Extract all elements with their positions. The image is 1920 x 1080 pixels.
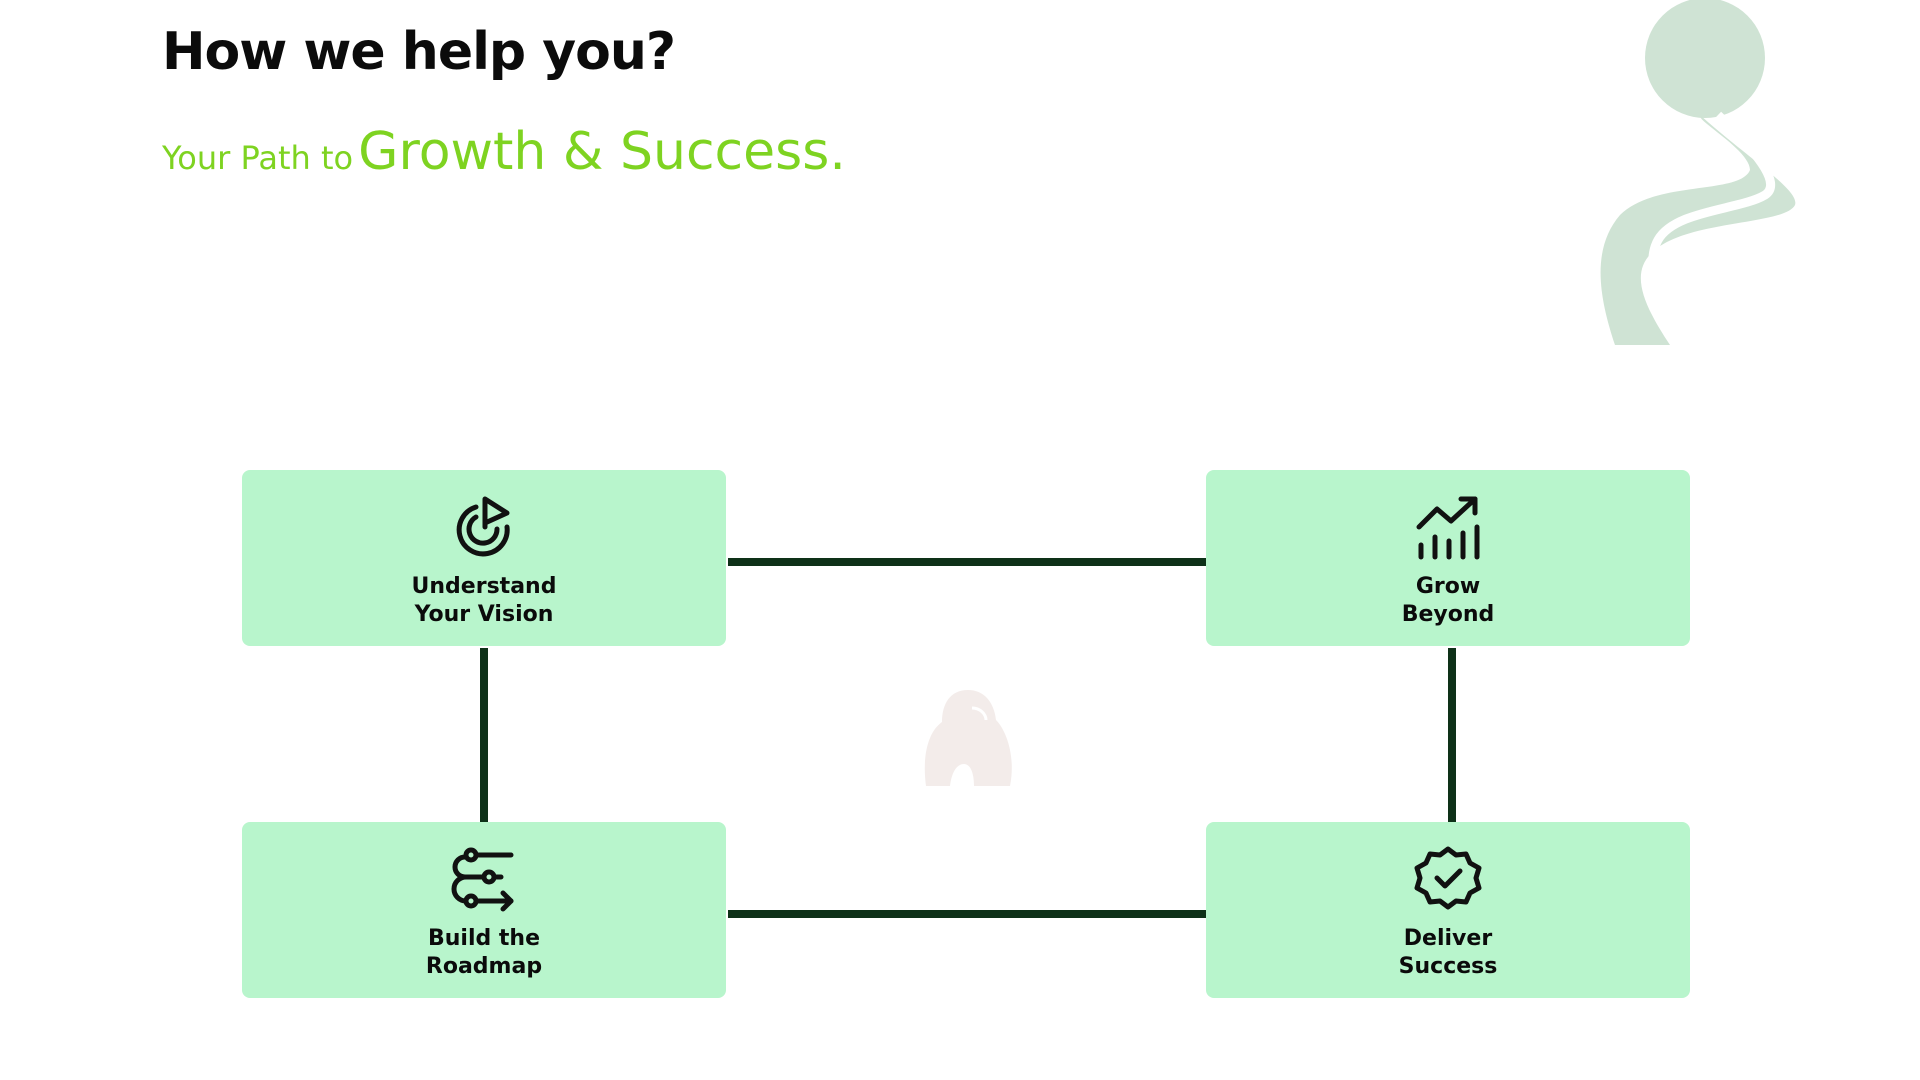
subtitle-prefix: Your Path to [162, 139, 354, 177]
subtitle-highlight: Growth & Success. [358, 122, 846, 182]
roadmap-sliders-icon [451, 847, 514, 912]
target-play-icon [456, 496, 510, 557]
road-illustration-icon [1600, 0, 1796, 345]
step-card-grow-beyond: Grow Beyond [1206, 470, 1690, 646]
step-label: Build the Roadmap [425, 926, 543, 979]
connector-bottom [728, 910, 1212, 918]
step-label: Grow Beyond [1401, 574, 1495, 627]
verified-badge-icon [1414, 846, 1482, 910]
step-label: Understand Your Vision [411, 574, 557, 627]
step-label: Deliver Success [1398, 926, 1498, 979]
connector-top [728, 558, 1212, 566]
page-title: How we help you? [162, 22, 676, 82]
page-subtitle: Your Path to Growth & Success. [162, 122, 846, 182]
connector-left [480, 648, 488, 826]
step-card-deliver-success: Deliver Success [1206, 822, 1690, 998]
gorilla-mascot-icon [924, 690, 1012, 786]
step-card-understand-vision: Understand Your Vision [242, 470, 726, 646]
connector-right [1448, 648, 1456, 826]
step-card-build-roadmap: Build the Roadmap [242, 822, 726, 998]
growth-chart-icon [1416, 496, 1480, 560]
